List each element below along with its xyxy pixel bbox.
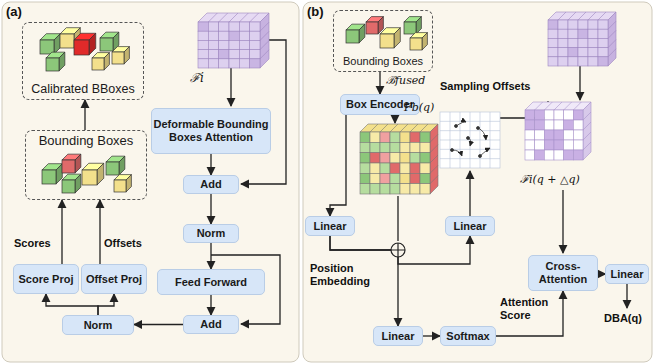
- box-icon: [40, 34, 60, 54]
- signal-name: Sampling Offsets: [440, 80, 530, 93]
- panel-tag: (a): [6, 5, 22, 20]
- add-block: Add: [183, 315, 239, 334]
- feature-symbol: ℱi(q + △q): [520, 174, 580, 187]
- signal-name: Position Embedding: [310, 262, 372, 287]
- linear-block: Linear: [605, 264, 648, 284]
- feed-forward-block: Feed Forward: [157, 269, 265, 295]
- sum-symbol: [391, 243, 405, 257]
- output-box-group: Calibrated BBoxes: [22, 22, 144, 100]
- sum-symbol: [391, 243, 405, 257]
- feature-map: [548, 12, 616, 66]
- feature-map: [198, 13, 269, 68]
- output-name: Scores: [14, 237, 51, 250]
- box-icon: [46, 52, 65, 71]
- offset-arrows: [451, 122, 491, 158]
- input-symbol: ℬfused: [386, 75, 425, 88]
- connector-arrow: [330, 115, 346, 216]
- connector-arrow: [98, 294, 114, 315]
- box-icon: [42, 164, 62, 184]
- connector-arrow: [598, 273, 606, 274]
- panel-tag: (b): [307, 5, 324, 20]
- node-label: Softmax: [446, 330, 489, 343]
- node-label: Add: [200, 318, 221, 331]
- node-label: Linear: [453, 220, 486, 233]
- node-label: Linear: [313, 220, 346, 233]
- connector-arrow: [210, 154, 211, 175]
- node-label: Offset Proj: [86, 273, 142, 286]
- box-icon: [62, 174, 81, 193]
- box-icon: [404, 17, 421, 34]
- sampling-grid: [440, 112, 500, 168]
- connector-arrow: [99, 200, 100, 264]
- node-label: Add: [200, 178, 221, 191]
- connector-arrow: [210, 243, 211, 269]
- signal-name: Attention Score: [500, 296, 558, 321]
- panel-a-ground: [2, 2, 299, 362]
- node-label: Linear: [610, 268, 643, 281]
- box-icon: [114, 175, 131, 192]
- connector-arrow: [210, 295, 211, 315]
- connector-arrow: [46, 294, 98, 315]
- output-name: Offsets: [104, 237, 142, 250]
- box-feature-grid: [360, 124, 438, 194]
- node-label: Deformable Bounding Boxes Attention: [152, 118, 270, 143]
- attention-block: Deformable Bounding Boxes Attention: [151, 108, 271, 154]
- box-icon: [82, 163, 104, 185]
- box-icon: [410, 33, 427, 50]
- node-label: Box Encoder: [346, 98, 414, 111]
- connector-arrow: [210, 194, 211, 224]
- linear-block: Linear: [373, 326, 423, 346]
- input-box-group: Bounding Boxes: [333, 10, 433, 72]
- softmax-block: Softmax: [440, 326, 496, 346]
- node-label: Feed Forward: [175, 276, 247, 289]
- box-icon: [62, 154, 81, 173]
- norm-block: Norm: [62, 315, 134, 335]
- linear-block: Linear: [305, 216, 355, 236]
- output-name: DBA(q): [604, 312, 642, 325]
- box-icon: [74, 33, 96, 55]
- linear-block: Linear: [445, 216, 495, 236]
- box-icon: [112, 47, 129, 64]
- cross-attention-block: Cross-Attention: [528, 255, 598, 291]
- connector-arrow: [134, 324, 183, 325]
- connector-arrow: [61, 200, 62, 264]
- node-label: Norm: [84, 319, 113, 332]
- node-label: Calibrated BBoxes: [31, 82, 135, 96]
- feature-symbol: ℱi: [190, 72, 204, 86]
- box-icon: [366, 17, 383, 34]
- connector-arrow: [496, 291, 563, 336]
- node-label: Bounding Boxes: [343, 55, 423, 68]
- box-icon: [346, 24, 365, 43]
- node-label: Linear: [381, 330, 414, 343]
- feature-symbol: Fb(q): [404, 102, 434, 115]
- box-icon: [380, 28, 400, 48]
- node-label: Bounding Boxes: [39, 134, 134, 149]
- norm-block: Norm: [183, 224, 239, 243]
- node-label: Norm: [197, 227, 226, 240]
- input-box-group: Bounding Boxes: [25, 130, 147, 200]
- box-icon: [106, 156, 125, 175]
- connector-arrow: [379, 72, 380, 94]
- box-icon: [92, 53, 109, 70]
- add-block: Add: [183, 175, 239, 194]
- projection-block: Score Proj: [13, 264, 78, 294]
- node-label: Cross-Attention: [529, 260, 597, 285]
- layout-wires: [211, 40, 627, 324]
- panel-b-ground: [303, 2, 652, 362]
- node-label: Score Proj: [18, 273, 73, 286]
- connector-arrow: [84, 100, 85, 130]
- connector-arrow: [423, 335, 440, 336]
- projection-block: Offset Proj: [81, 264, 147, 294]
- sampled-feature-map: [525, 102, 591, 160]
